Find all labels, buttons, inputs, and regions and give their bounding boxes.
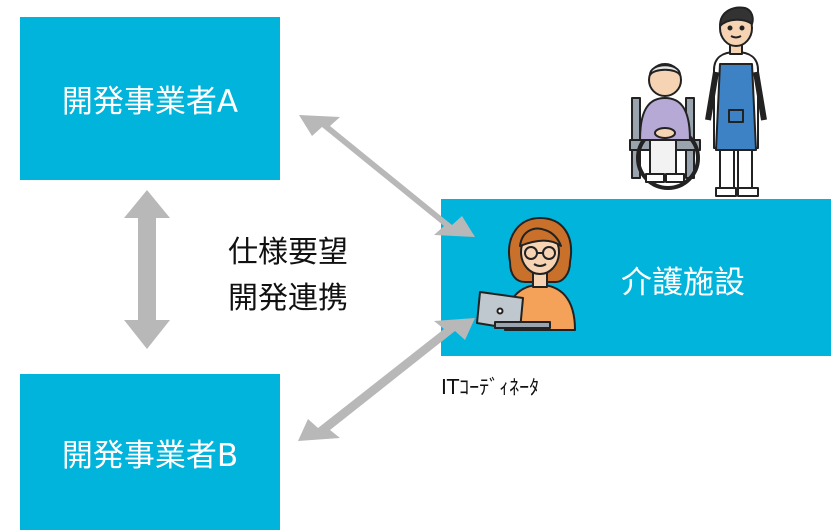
developer-b-box: 開発事業者B: [20, 374, 280, 530]
spec-request-text: 仕様要望 開発連携: [228, 230, 348, 322]
elderly-in-wheelchair-icon: [629, 63, 701, 190]
developer-b-label: 開発事業者B: [61, 437, 239, 474]
care-facility-label: 介護施設: [621, 265, 745, 301]
center-text-line-2: 開発連携: [228, 281, 348, 316]
caregiver-icon: [705, 6, 767, 197]
developer-a-box: 開発事業者A: [20, 17, 280, 180]
it-coordinator-icon: [476, 217, 576, 331]
arrow-b-facility-icon: [298, 318, 475, 441]
arrow-a-facility-icon: [299, 115, 475, 237]
center-text-line-1: 仕様要望: [228, 235, 348, 270]
vertical-bidirectional-arrow-icon: [124, 190, 170, 349]
developer-a-label: 開発事業者A: [61, 84, 239, 120]
it-coordinator-label: ITｺｰﾃﾞｨﾈｰﾀ: [441, 375, 540, 399]
